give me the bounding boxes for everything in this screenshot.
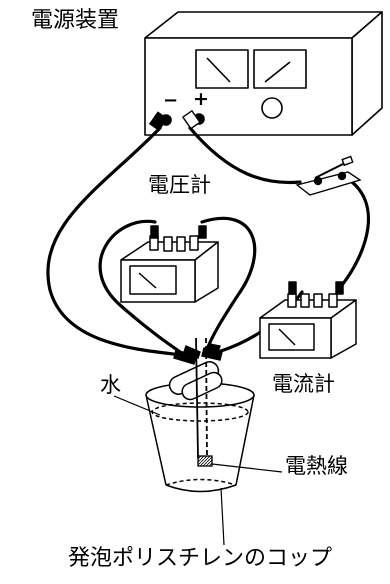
voltmeter (120, 225, 219, 303)
power-supply (144, 11, 383, 136)
knife-switch (295, 155, 362, 196)
plus-terminal-label: + (193, 88, 209, 110)
water-label: 水 (100, 373, 121, 397)
voltmeter-label: 電圧計 (148, 173, 211, 197)
heating-wire (197, 455, 213, 467)
minus-terminal-label: − (163, 90, 179, 111)
cup-label: 発泡ポリスチレンのコップ (68, 546, 333, 571)
lid-rods (168, 337, 223, 459)
supply-meter-left (195, 49, 249, 89)
ammeter (259, 281, 357, 359)
supply-meter-right (253, 49, 307, 89)
power-supply-label: 電源装置 (31, 8, 120, 33)
supply-plugs (148, 109, 201, 132)
leader-lines (113, 395, 283, 546)
heating-wire-label: 電熱線 (285, 454, 348, 478)
supply-knob (261, 97, 283, 119)
alligator-clips (173, 343, 223, 365)
styrofoam-cup (145, 382, 255, 493)
ammeter-label: 電流計 (272, 372, 335, 396)
